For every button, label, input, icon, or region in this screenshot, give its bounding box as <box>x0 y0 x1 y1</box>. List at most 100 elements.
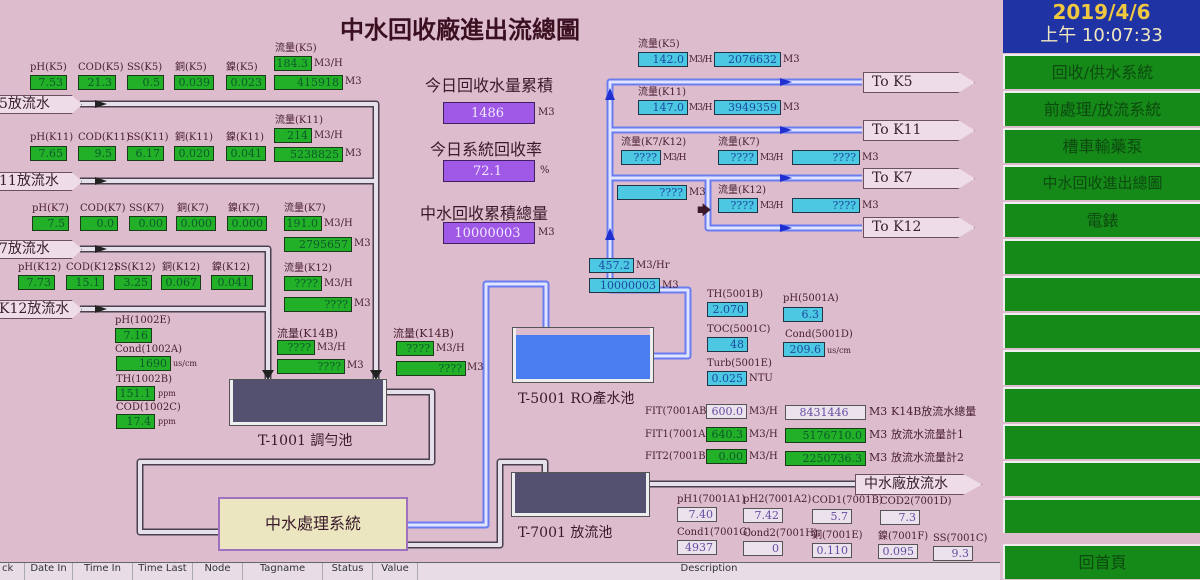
time: 上午 10:07:33 <box>1040 25 1163 46</box>
k7-outlet-tag: 7放流水 <box>0 240 82 259</box>
label: 流量(K5) <box>638 39 680 50</box>
column-header[interactable]: Time In <box>73 563 133 580</box>
unit: us/cm <box>827 346 852 355</box>
column-header[interactable]: Time Last <box>133 563 193 580</box>
label: 流量(K11) <box>275 115 323 126</box>
t5001-label: T-5001 RO產水池 <box>518 391 635 407</box>
t1001-ph-value: 7.16 <box>115 328 152 343</box>
nav-recovery-supply[interactable]: 回收/供水系統 <box>1003 54 1200 89</box>
k12-ss-value: 3.25 <box>114 275 152 290</box>
label: pH2(7001A2) <box>743 494 812 505</box>
nav-empty[interactable] <box>1003 276 1200 311</box>
label: TH(1002B) <box>116 374 172 385</box>
main-flow-value: 457.2 <box>589 258 634 273</box>
flow-arrow-icon <box>780 224 792 232</box>
nav-empty[interactable] <box>1003 498 1200 533</box>
fit2-total-value: 2250736.3 <box>785 451 866 466</box>
label: Cond1(7001G) <box>677 527 752 538</box>
label: FIT1(7001A) <box>645 429 710 440</box>
unit: M3/H <box>689 55 712 65</box>
label: SS(7001C) <box>933 533 988 544</box>
k12-cu-value: 0.067 <box>161 275 201 290</box>
k5-ph-value: 7.53 <box>30 75 67 90</box>
label: 銅(K7) <box>177 203 209 214</box>
unit: M3 <box>538 227 555 238</box>
k11-flow-value: 214 <box>274 128 312 143</box>
column-header[interactable]: Value <box>373 563 418 580</box>
label: 流量(K7/K12) <box>621 137 687 148</box>
t7001-tank <box>512 473 649 516</box>
clock-panel: 2019/4/6 上午 10:07:33 <box>1003 0 1200 53</box>
ss-value: 9.3 <box>933 546 973 561</box>
unit: M3 <box>345 148 362 159</box>
k5-ni-value: 0.023 <box>226 75 266 90</box>
nav-tanker-pump[interactable]: 槽車輸藥泵 <box>1003 128 1200 163</box>
column-header[interactable]: Status <box>323 563 373 580</box>
k12-ph-value: 7.73 <box>18 275 55 290</box>
nav-power-meter[interactable]: 電錶 <box>1003 202 1200 237</box>
alarm-table-header: ck Date In Time In Time Last Node Tagnam… <box>0 562 1000 580</box>
cumulative-recovery-value: 10000003 <box>443 222 535 244</box>
unit: M3 <box>862 200 879 211</box>
nav-overview[interactable]: 中水回收進出總圖 <box>1003 165 1200 200</box>
nav-empty[interactable] <box>1003 424 1200 459</box>
column-header[interactable]: ck <box>0 563 25 580</box>
column-header[interactable]: Date In <box>25 563 73 580</box>
label: 銅(7001E) <box>812 530 863 541</box>
label: 流量(K11) <box>638 87 686 98</box>
unit: M3 <box>347 360 364 371</box>
t5001-ph-value: 6.3 <box>783 307 823 322</box>
label: COD(K7) <box>80 203 126 214</box>
fit-flow-value: 600.0 <box>706 404 747 419</box>
to-k12-tag: To K12 <box>863 217 975 238</box>
unit: M3 <box>354 298 371 309</box>
label: SS(K11) <box>127 132 169 143</box>
label: 銅(K12) <box>162 262 200 273</box>
t1001-label: T-1001 調勻池 <box>258 433 353 449</box>
label: 放流水流量計1 <box>891 428 964 441</box>
column-header[interactable]: Tagname <box>243 563 323 580</box>
unit: M3 <box>538 107 555 118</box>
supply-k11-total-value: 3949359 <box>714 100 781 115</box>
supply-k7-total-value: ???? <box>792 150 860 165</box>
nav-pretreatment-discharge[interactable]: 前處理/放流系統 <box>1003 91 1200 126</box>
label: COD(1002C) <box>116 402 181 413</box>
k7-cu-value: 0.000 <box>176 216 216 231</box>
nav-empty[interactable] <box>1003 350 1200 385</box>
label: 流量(K12) <box>284 263 332 274</box>
label: 流量(K12) <box>718 185 766 196</box>
nav-empty[interactable] <box>1003 387 1200 422</box>
fit2-flow-value: 0.00 <box>706 449 747 464</box>
supply-k7k12-flow-value: ???? <box>621 150 661 165</box>
column-header[interactable]: Node <box>193 563 243 580</box>
label: 中水回收累積總量 <box>420 204 549 223</box>
cod1-value: 5.7 <box>812 509 852 524</box>
label: 流量(K7) <box>718 137 760 148</box>
unit: M3 <box>689 187 706 198</box>
cu-value: 0.110 <box>812 543 852 558</box>
label: Cond2(7001H) <box>743 528 818 539</box>
unit: M3/H <box>314 130 343 141</box>
t5001-cond-value: 209.6 <box>783 342 825 357</box>
label: 今日系統回收率 <box>430 140 543 159</box>
nav-empty[interactable] <box>1003 461 1200 496</box>
unit: M3 <box>783 102 800 113</box>
nav-empty[interactable] <box>1003 239 1200 274</box>
unit: M3/H <box>749 429 778 440</box>
unit: M3/H <box>663 153 686 163</box>
k14b-a-flow-value: ???? <box>277 340 315 355</box>
t5001-tank <box>513 328 653 382</box>
nav-home[interactable]: 回首頁 <box>1003 544 1200 579</box>
supply-k12-flow-value: ???? <box>718 198 758 213</box>
column-header[interactable]: Description <box>680 563 738 574</box>
nav-empty[interactable] <box>1003 313 1200 348</box>
unit: M3 <box>862 152 879 163</box>
t5001-turb-value: 0.025 <box>707 371 747 386</box>
unit: ppm <box>158 389 176 398</box>
k7-ni-value: 0.000 <box>227 216 267 231</box>
date: 2019/4/6 <box>1052 0 1151 24</box>
label: FIT(7001AB) <box>645 406 711 417</box>
k12-ni-value: 0.041 <box>211 275 253 290</box>
unit: ppm <box>158 417 176 426</box>
treatment-system-button[interactable]: 中水處理系統 <box>218 497 408 551</box>
